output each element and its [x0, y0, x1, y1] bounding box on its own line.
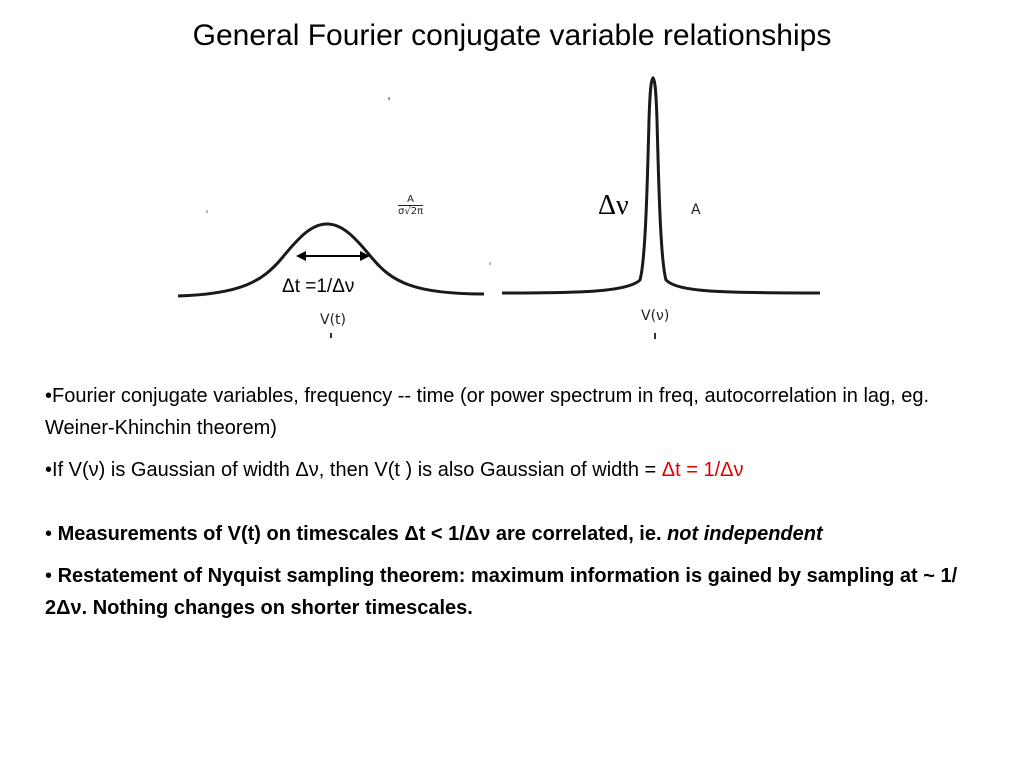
bullet-bold-italic-text: not independent [667, 523, 823, 545]
amplitude-numerator: A [398, 194, 424, 206]
bullet-marker: • [45, 523, 58, 545]
amplitude-denominator: σ√2π [398, 206, 424, 217]
bullet-item: • Restatement of Nyquist sampling theore… [45, 560, 990, 624]
bullet-text: If V(ν) is Gaussian of width Δν, then V(… [52, 459, 662, 481]
bullet-item: •If V(ν) is Gaussian of width Δν, then V… [45, 454, 990, 486]
speck [489, 262, 491, 265]
right-axis-label: V(ν) [641, 308, 670, 324]
width-arrow-right-head [360, 251, 370, 261]
narrow-gaussian-curve [501, 75, 821, 295]
right-amplitude-label: A [691, 202, 701, 218]
width-arrow-left-head [296, 251, 306, 261]
bullet-item: • Measurements of V(t) on timescales Δt … [45, 518, 990, 550]
left-width-label: Δt =1/Δν [282, 276, 355, 297]
gaussian-plots-svg [177, 75, 821, 339]
broad-gaussian-curve [177, 222, 485, 298]
bullet-marker: • [45, 385, 53, 407]
right-width-label: Δν [598, 190, 629, 221]
slide-title: General Fourier conjugate variable relat… [192, 19, 832, 52]
bullet-list: •Fourier conjugate variables, frequency … [45, 380, 990, 634]
highlight-formula: Δt = 1/Δν [661, 459, 744, 481]
bullet-bold-text: Measurements of V(t) on timescales Δt < … [57, 523, 668, 545]
bullet-marker: • [45, 565, 58, 587]
bullet-item: •Fourier conjugate variables, frequency … [45, 380, 990, 444]
speck [388, 97, 390, 100]
bullet-text: Fourier conjugate variables, frequency -… [45, 385, 930, 439]
left-axis-label: V(t) [320, 312, 346, 328]
bullet-marker: • [45, 459, 53, 481]
left-amplitude-label: A σ√2π [398, 194, 424, 218]
bullet-bold-text: Restatement of Nyquist sampling theorem:… [45, 565, 958, 619]
speck [206, 210, 208, 213]
gaussian-figure: V(t) A σ√2π Δt =1/Δν V(ν) A Δν [0, 0, 1024, 360]
